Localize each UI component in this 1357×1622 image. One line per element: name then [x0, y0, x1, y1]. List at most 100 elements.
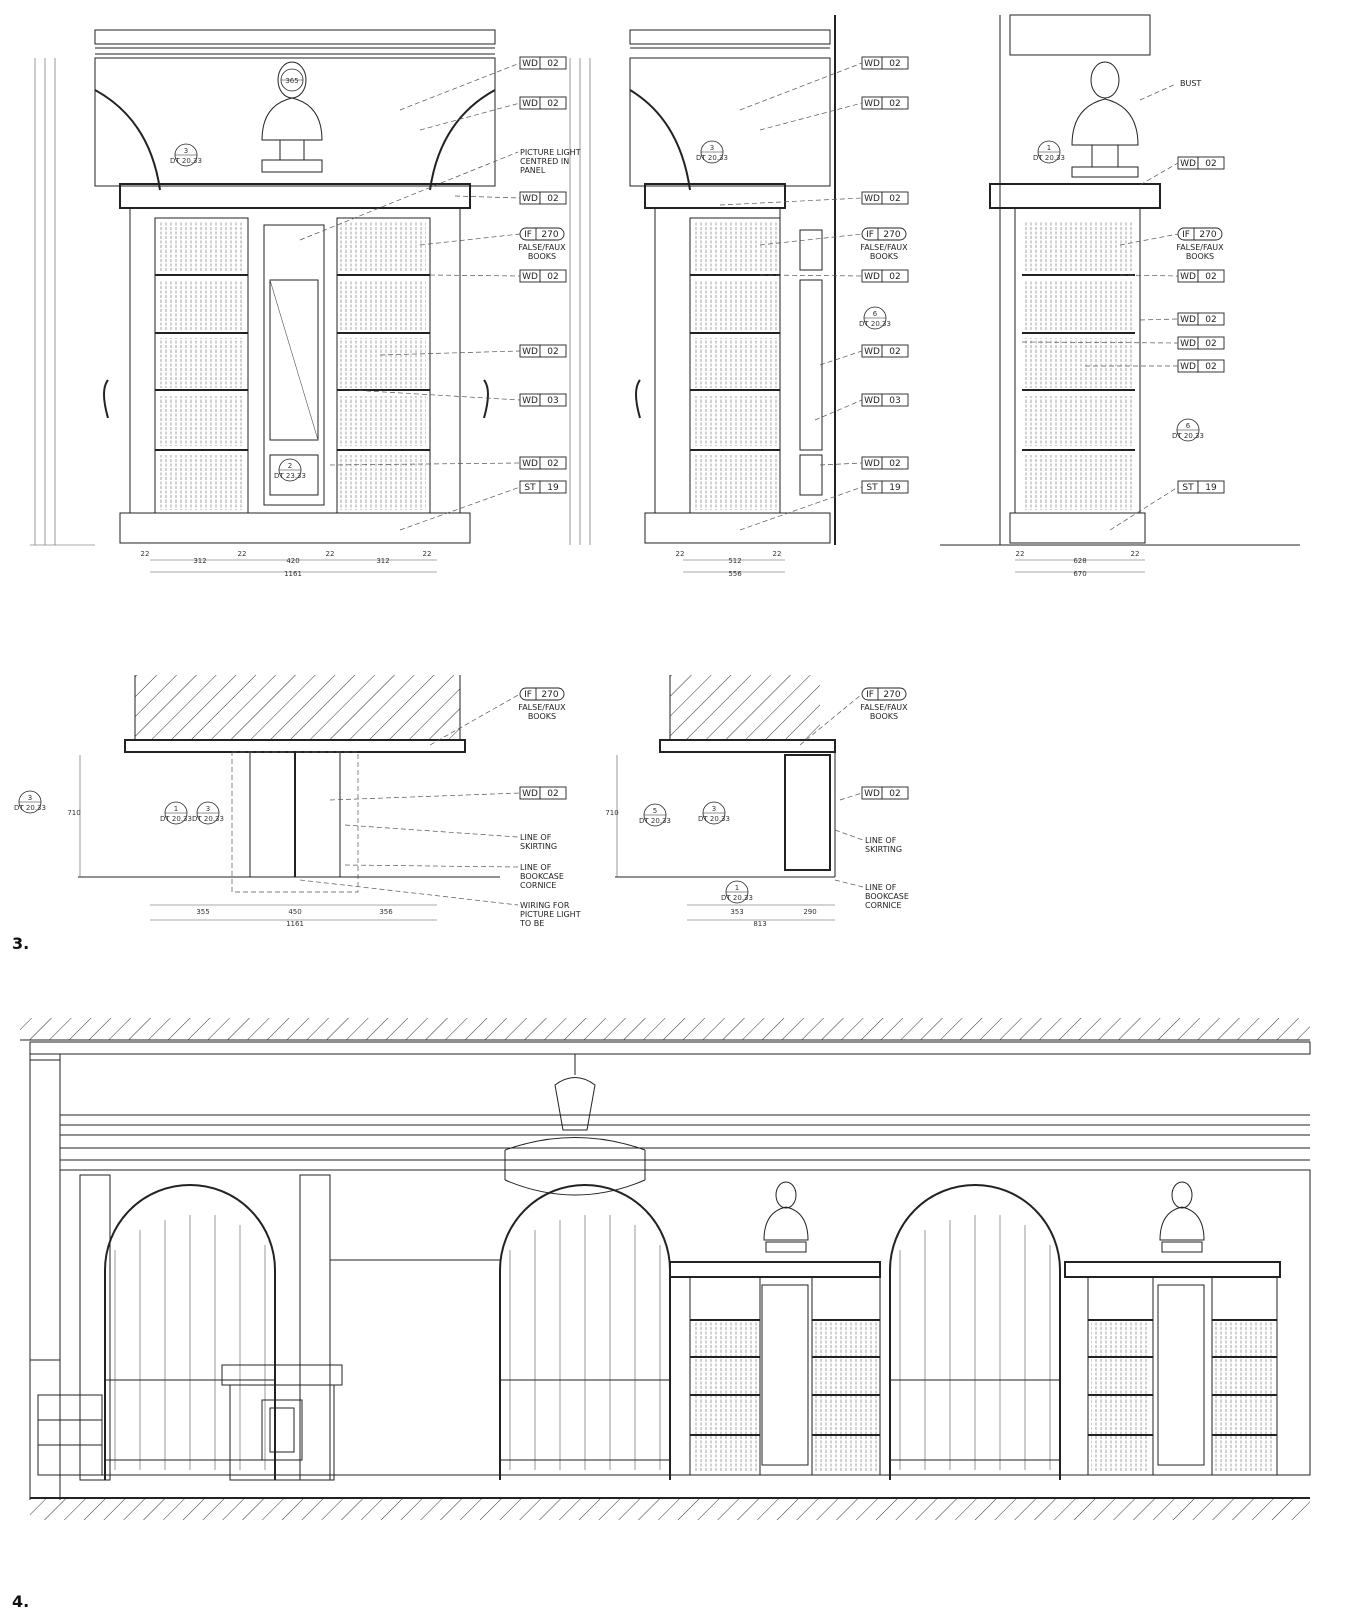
dim-e1: 312 — [193, 557, 206, 565]
tag-e3-st19-code: ST — [1182, 483, 1194, 493]
note-p1-wiring: TO BE — [519, 919, 544, 928]
tag-e1-wd02-f-code: WD — [522, 459, 538, 469]
bubble-e2-side-ref: DT 20.33 — [859, 320, 891, 328]
tag-e2-wd02-b-code: WD — [864, 99, 880, 109]
note-p2-skirting: LINE OF — [865, 836, 897, 845]
dim-p1: 356 — [379, 908, 393, 916]
tag-e2-st19: ST 19 — [861, 480, 909, 494]
dim-e3: 22 — [1016, 550, 1025, 558]
gate-3 — [890, 1215, 1060, 1470]
tag-e1-if270-code: IF — [524, 230, 532, 240]
note-picture-light: PANEL — [520, 166, 546, 175]
tag-p2-wd02: WD 02 — [861, 786, 909, 800]
bubble-p1-a-ref: DT 20.33 — [14, 804, 46, 812]
long-elevation-4 — [20, 1018, 1311, 1520]
tag-p1-if270-note: BOOKS — [528, 712, 556, 721]
bubble-p1-c-ref: DT 20.33 — [192, 815, 224, 823]
dim-p1-depth: 710 — [67, 809, 80, 817]
bubble-p2-a-num: 5 — [653, 807, 657, 815]
tag-e2-wd02-f: WD 02 — [861, 456, 909, 470]
dim-e3: 22 — [1131, 550, 1140, 558]
elevation-1 — [30, 29, 496, 573]
tag-e1-wd02-f-num: 02 — [547, 459, 558, 469]
tag-e1-st19-num: 19 — [547, 483, 559, 493]
tag-p2-if270: IF 270 — [861, 687, 907, 701]
bubble-p2-b-ref: DT 20.33 — [698, 815, 730, 823]
tag-e3-wd02-b-code: WD — [1180, 272, 1196, 282]
bubble-p1-c-num: 3 — [206, 805, 210, 813]
tag-p1-if270-note: FALSE/FAUX — [518, 703, 566, 712]
tag-e1-wd02-a-code: WD — [522, 59, 538, 69]
note-p1-cornice: LINE OF — [520, 863, 552, 872]
note-p1-skirting: SKIRTING — [520, 842, 557, 851]
tag-e2-wd02-e-num: 02 — [889, 347, 900, 357]
tag-e2-wd02-a-num: 02 — [889, 59, 900, 69]
note-picture-light: CENTRED IN — [520, 157, 569, 166]
tag-e2-wd02-f-num: 02 — [889, 459, 900, 469]
bubble-e2-top-ref: DT 20.33 — [696, 154, 728, 162]
e1-shelves — [155, 222, 430, 510]
dim-p2: 290 — [803, 908, 816, 916]
elevation-2 — [569, 15, 836, 573]
tag-e2-if270-code: IF — [866, 230, 874, 240]
tag-e2-wd02-a-code: WD — [864, 59, 880, 69]
note-p1-skirting: LINE OF — [520, 833, 552, 842]
bubble-p2-b-num: 3 — [712, 805, 716, 813]
tag-p2-if270-code: IF — [866, 690, 874, 700]
tag-e2-wd02-d: WD 02 — [861, 269, 909, 283]
bubble-e2-side-num: 6 — [873, 310, 878, 318]
tag-e3-wd02-a-num: 02 — [1205, 159, 1216, 169]
note-p2-cornice: CORNICE — [865, 901, 901, 910]
tag-e1-wd03: WD 03 — [519, 393, 567, 407]
tag-p2-if270-num: 270 — [883, 690, 900, 700]
tag-e2-wd02-d-num: 02 — [889, 272, 900, 282]
plan-1 — [78, 675, 500, 921]
tag-e1-wd03-code: WD — [522, 396, 538, 406]
dim-e2: 556 — [728, 570, 742, 578]
dim-e1: 22 — [423, 550, 432, 558]
tag-e2-st19-code: ST — [866, 483, 878, 493]
tag-e1-wd02-b-num: 02 — [547, 99, 558, 109]
bubble-p2-a-ref: DT 20.33 — [639, 817, 671, 825]
note-p1-cornice: BOOKCASE — [520, 872, 564, 881]
tag-p2-wd02-num: 02 — [889, 789, 900, 799]
tag-e3-if270-note: BOOKS — [1186, 252, 1214, 261]
tag-e1-if270-note: FALSE/FAUX — [518, 243, 566, 252]
elevation-3 — [940, 14, 1300, 573]
tag-e1-wd02-d-code: WD — [522, 272, 538, 282]
bookcase-b — [1064, 1181, 1281, 1476]
bubble-e1-door-ref: DT 23.33 — [274, 472, 306, 480]
tag-e2-wd02-d-code: WD — [864, 272, 880, 282]
tag-e2-wd02-f-code: WD — [864, 459, 880, 469]
tag-p1-if270-code: IF — [524, 690, 532, 700]
tag-e2-st19-num: 19 — [889, 483, 901, 493]
tag-e1-wd03-num: 03 — [547, 396, 558, 406]
gate-2 — [500, 1215, 670, 1470]
bubble-e1-door-num: 2 — [288, 462, 292, 470]
note-p2-cornice: LINE OF — [865, 883, 897, 892]
bubble-p2-c-num: 1 — [735, 884, 739, 892]
tag-e2-wd02-a: WD 02 — [861, 56, 909, 70]
dim-e2: 512 — [728, 557, 741, 565]
tag-e3-wd02-c-code: WD — [1180, 315, 1196, 325]
chandelier-icon — [504, 1054, 646, 1196]
tag-p2-wd02-code: WD — [864, 789, 880, 799]
bust-icon — [261, 61, 323, 173]
note-p1-cornice: CORNICE — [520, 881, 556, 890]
bubble-p1-a-num: 3 — [28, 794, 32, 802]
tag-e2-if270-note: FALSE/FAUX — [860, 243, 908, 252]
